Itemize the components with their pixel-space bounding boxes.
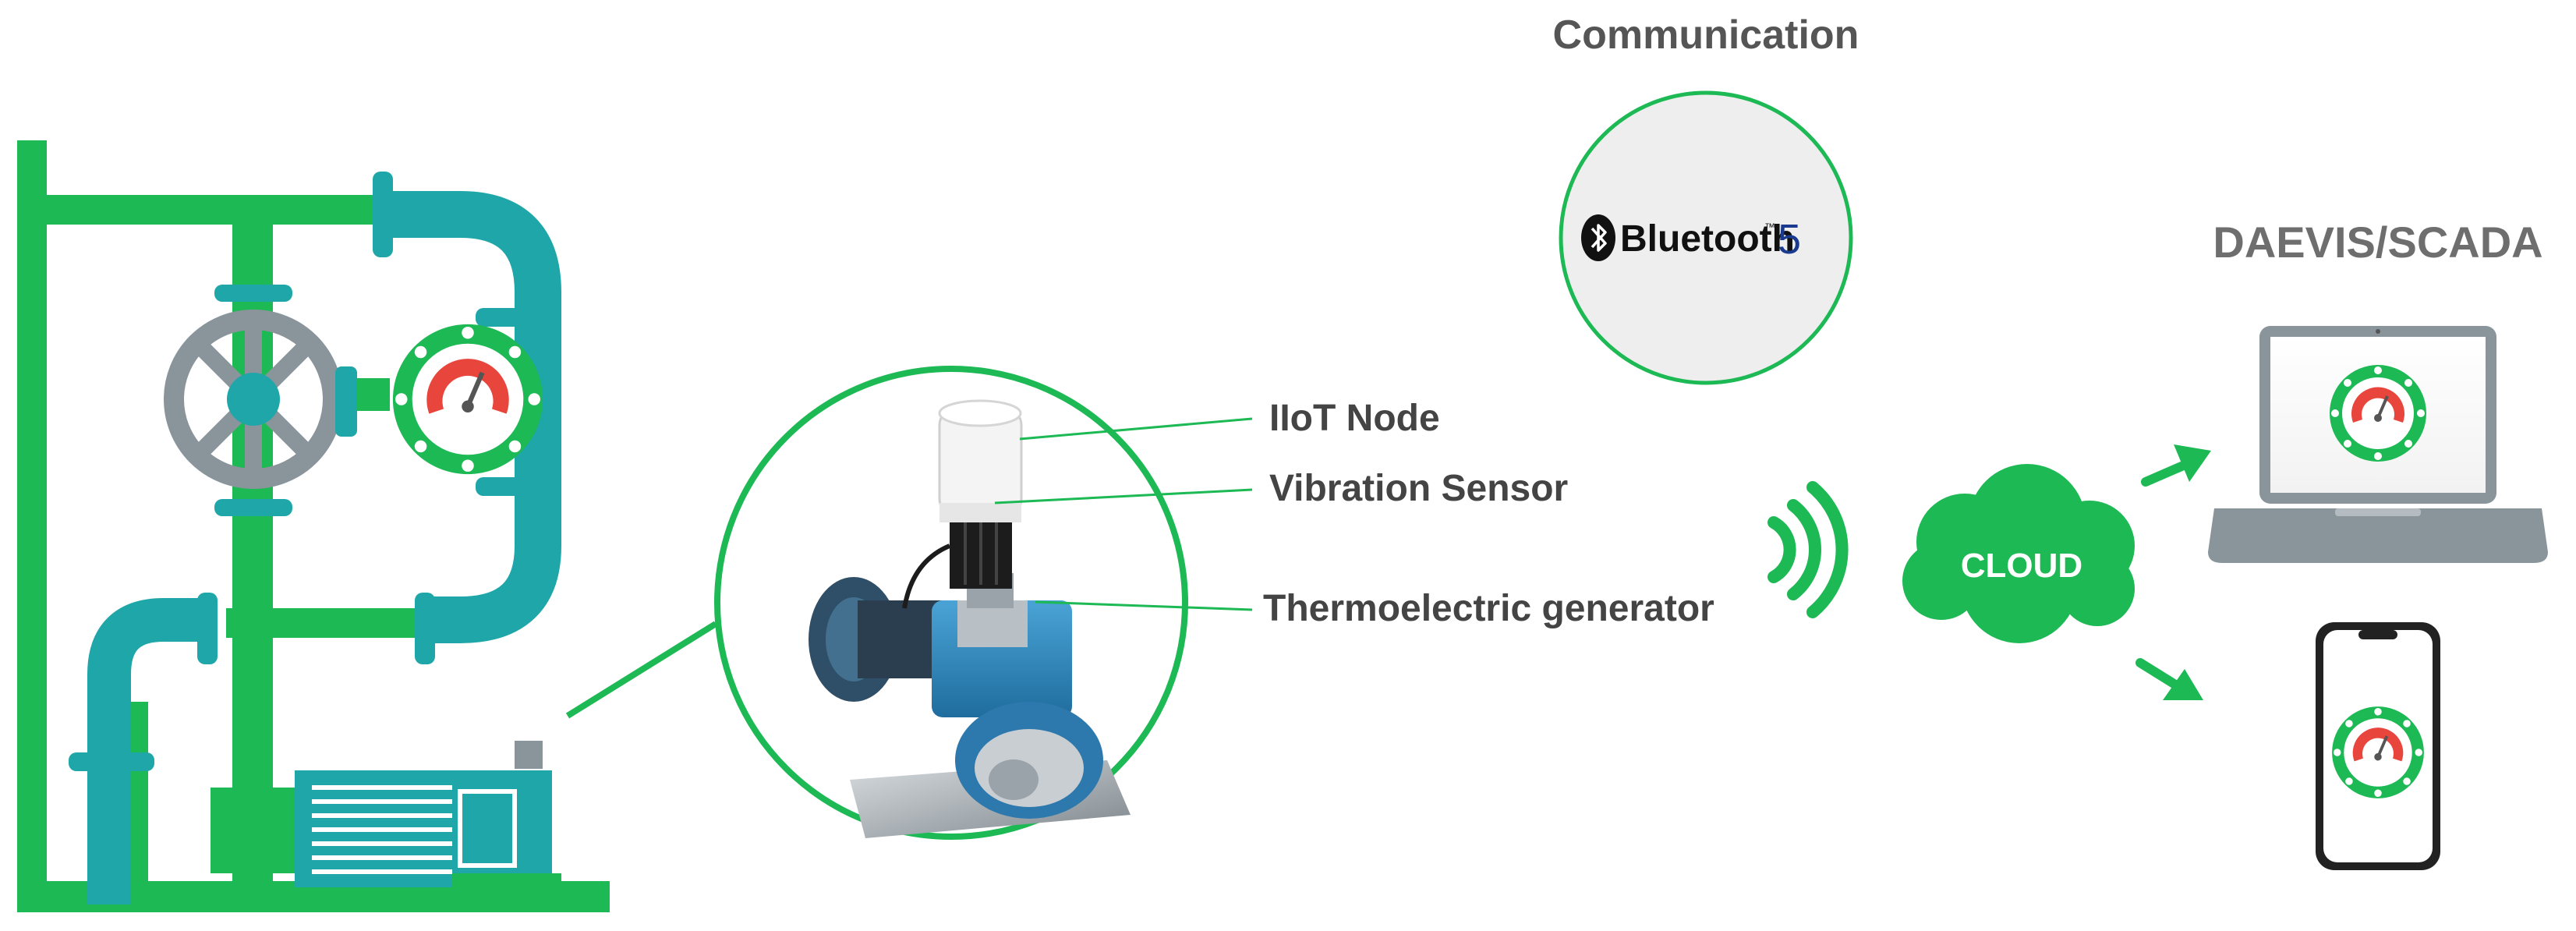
label-thermoelectric-generator: Thermoelectric generator: [1263, 588, 1714, 629]
laptop-icon: [2208, 326, 2548, 563]
pump-motor: [295, 741, 561, 889]
communication-heading: Communication: [1553, 12, 1859, 58]
callout-lines: [994, 417, 1253, 611]
arrow-to-phone: [2135, 658, 2203, 700]
cloud-label: CLOUD: [1961, 547, 2082, 585]
iiot-hardware-photo: [714, 366, 1188, 840]
smartphone-icon: [2316, 622, 2440, 870]
bluetooth-trademark: ™: [1764, 221, 1775, 233]
platform-heading: DAEVIS/SCADA: [2213, 218, 2542, 267]
cloud-icon: [1902, 464, 2135, 643]
bluetooth-wordmark: Bluetooth: [1620, 218, 1795, 260]
bluetooth-icon: [1581, 214, 1615, 261]
valve-handwheel: [164, 310, 357, 489]
bluetooth-badge: Bluetooth ™ 5: [1559, 90, 1853, 385]
label-iiot-node: IIoT Node: [1269, 398, 1440, 439]
label-vibration-sensor: Vibration Sensor: [1269, 468, 1568, 509]
pipeline-system-icon: [17, 140, 718, 912]
arrow-to-laptop: [2141, 444, 2211, 487]
bluetooth-version: 5: [1778, 216, 1801, 263]
pressure-gauge-icon: [393, 324, 543, 474]
wireless-signal-icon: [1767, 481, 1849, 618]
